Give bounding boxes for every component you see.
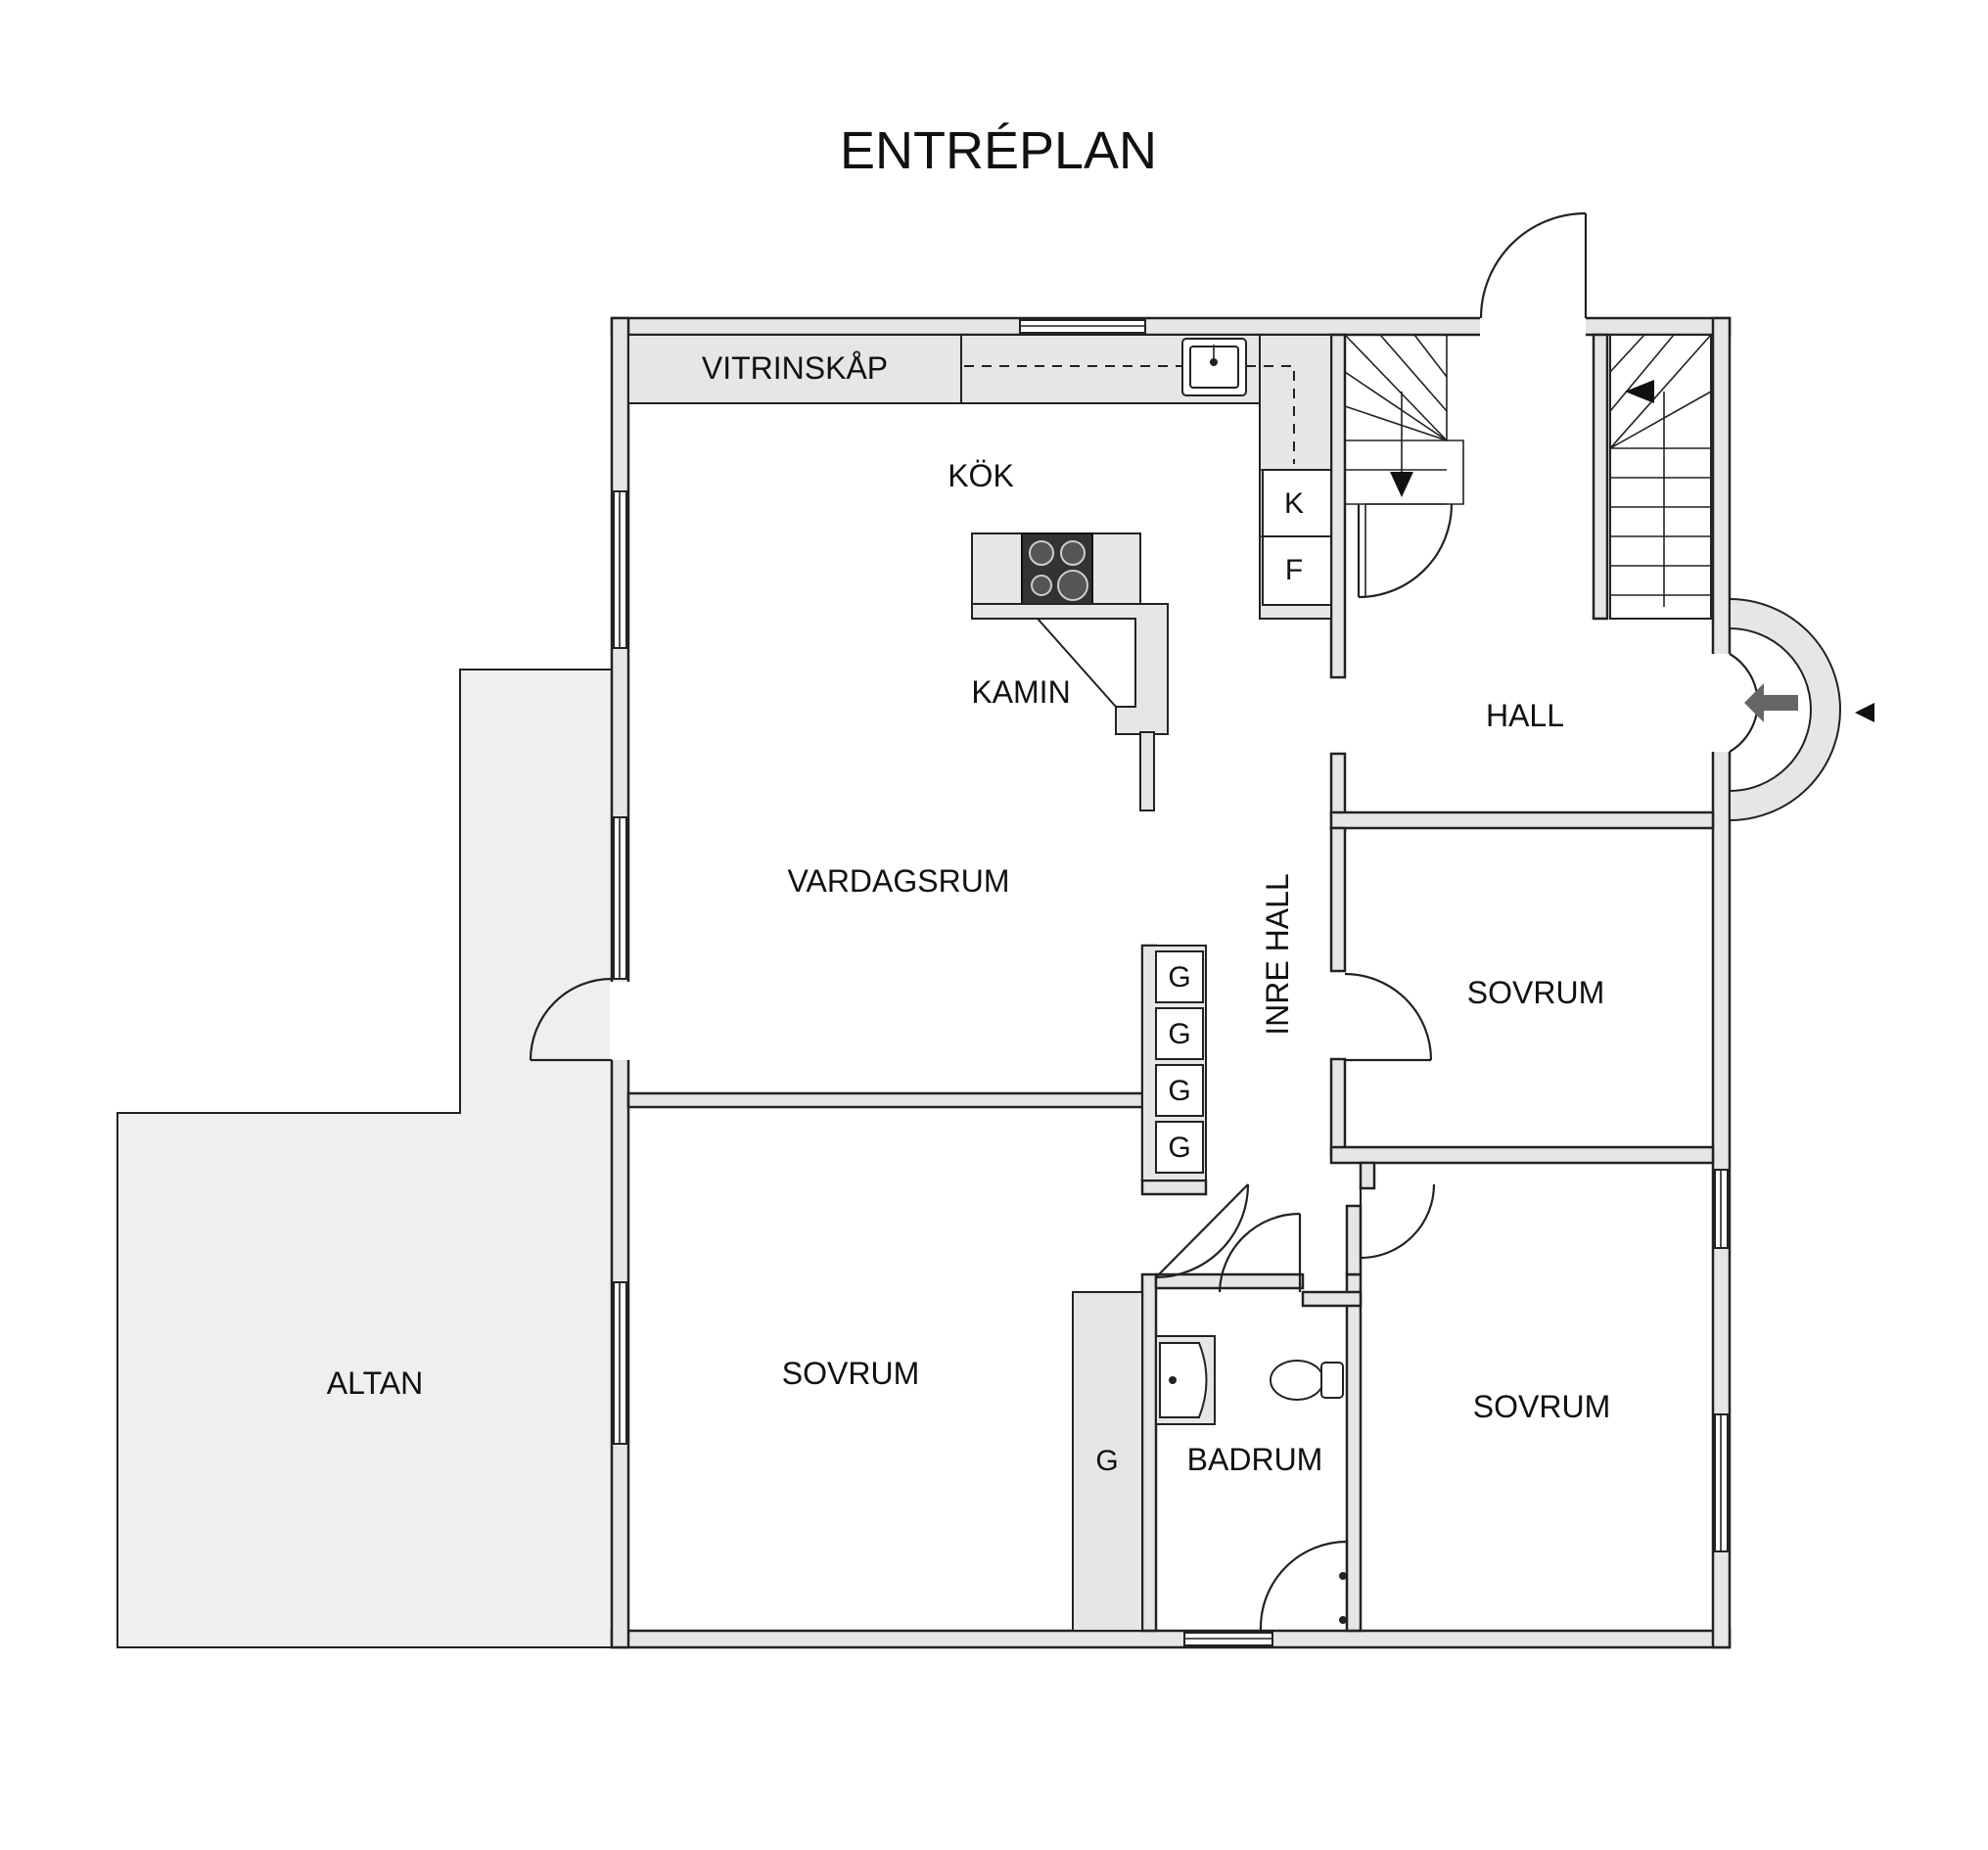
- room-label-badrum: BADRUM: [1187, 1442, 1323, 1477]
- room-label-vitrinskap: VITRINSKÅP: [702, 350, 888, 386]
- labels: ENTRÉPLAN VITRINSKÅP KÖK KAMIN VARDAGSRU…: [327, 121, 1610, 1477]
- outer-walls: [610, 316, 1732, 1649]
- fixture-label-frys: F: [1285, 554, 1303, 586]
- doors: [529, 211, 1588, 1293]
- room-label-sovrum-right-top: SOVRUM: [1467, 975, 1604, 1010]
- bedroom-wardrobe: [1072, 1291, 1143, 1632]
- staircase-up: [1609, 334, 1712, 620]
- staircase-down: [1344, 334, 1464, 597]
- front-entry: [1729, 597, 1874, 822]
- fixture-label-kyl: K: [1284, 487, 1304, 520]
- wardrobe-column: [1141, 945, 1207, 1181]
- fixture-label-garderob-2: G: [1168, 1018, 1190, 1050]
- bathroom-fixtures: [1155, 1335, 1349, 1631]
- room-label-altan: ALTAN: [327, 1365, 423, 1401]
- fixture-label-garderob-1: G: [1168, 961, 1190, 994]
- room-label-inre-hall: INRE HALL: [1260, 873, 1295, 1035]
- entry-arrow-icon: [1744, 683, 1798, 722]
- room-label-kamin: KAMIN: [971, 674, 1070, 710]
- plan-title: ENTRÉPLAN: [840, 121, 1157, 180]
- fixture-label-garderob-bedroom: G: [1095, 1445, 1118, 1477]
- kitchen-counter: [627, 334, 1332, 620]
- room-label-vardagsrum: VARDAGSRUM: [788, 863, 1010, 899]
- fireplace: [971, 603, 1169, 811]
- windows: [613, 319, 1729, 1646]
- kitchen-island: [971, 532, 1141, 613]
- room-label-sovrum-left: SOVRUM: [782, 1356, 919, 1391]
- room-label-sovrum-right-bottom: SOVRUM: [1473, 1389, 1610, 1424]
- room-label-hall: HALL: [1486, 698, 1564, 733]
- room-label-kok: KÖK: [948, 458, 1014, 493]
- toilet-icon: [1270, 1360, 1324, 1401]
- altan-area: [116, 669, 613, 1648]
- fixture-label-garderob-3: G: [1168, 1075, 1190, 1107]
- fixture-label-garderob-4: G: [1168, 1132, 1190, 1164]
